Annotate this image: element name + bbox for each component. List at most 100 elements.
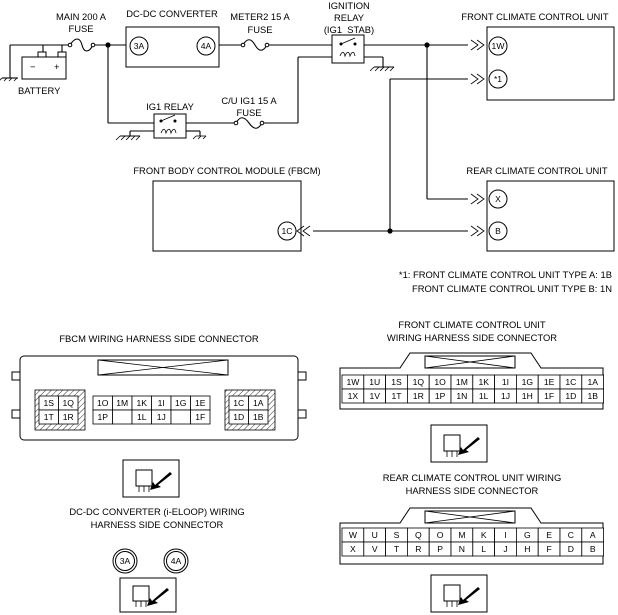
ign-relay-label: IGNITION	[328, 0, 370, 11]
fbcm-connector: FBCM WIRING HARNESS SIDE CONNECTOR 1S 1Q 1…	[11, 333, 307, 441]
rccu-cell: V	[372, 544, 378, 554]
rccu-cell: G	[524, 530, 531, 540]
note-1: *1: FRONT CLIMATE CONTROL UNIT TYPE A: 1…	[399, 269, 612, 280]
rccu-connector-title: REAR CLIMATE CONTROL UNIT WIRING	[383, 472, 561, 483]
fbcm-cell: 1A	[253, 398, 264, 408]
rccu-connector-icon	[430, 574, 488, 613]
fbcm-cell: 1L	[137, 412, 147, 422]
ig1-relay	[153, 113, 187, 139]
fccu-cell: 1A	[587, 377, 598, 387]
fbcm-cell: 1P	[97, 412, 108, 422]
fccu-cell: 1O	[434, 377, 446, 387]
battery-symbol: − + BATTERY	[18, 51, 67, 96]
rccu-cell: X	[350, 544, 356, 554]
fccu-cell: 1V	[369, 391, 380, 401]
rccu-cell: K	[481, 530, 487, 540]
fccu-cell: 1C	[565, 377, 576, 387]
fbcm-cell-box	[170, 409, 191, 425]
rccu-connector-title-2: HARNESS SIDE CONNECTOR	[406, 485, 539, 496]
rccu-cell: P	[437, 544, 443, 554]
rccu-label: REAR CLIMATE CONTROL UNIT	[466, 165, 607, 176]
rccu-terminal-x: X	[495, 194, 501, 204]
fbcm-cell-box	[248, 409, 269, 425]
fbcm-module: 1C	[152, 180, 311, 252]
rccu-cell: N	[459, 544, 465, 554]
diagram-labels: MAIN 200 A FUSE DC-DC CONVERTER METER2 1…	[56, 0, 612, 294]
fccu-cell: 1B	[587, 391, 598, 401]
fbcm-cell: 1F	[195, 412, 205, 422]
fccu-cell: 1H	[522, 391, 533, 401]
dcdc-connector-icon	[119, 577, 177, 613]
fccu-cell: 1Q	[413, 377, 425, 387]
fbcm-cell: 1K	[136, 398, 147, 408]
fbcm-terminal-1c: 1C	[282, 226, 293, 236]
fbcm-cell: 1M	[116, 398, 128, 408]
fccu-cell: 1E	[544, 377, 555, 387]
fccu-connector-title: FRONT CLIMATE CONTROL UNIT	[398, 319, 545, 330]
fbcm-cell-box	[112, 409, 133, 425]
rccu-cell: M	[458, 530, 465, 540]
rccu-cell: A	[590, 530, 596, 540]
fccu-cell: 1D	[565, 391, 576, 401]
rccu-cell: O	[437, 530, 444, 540]
rccu-cell: L	[481, 544, 486, 554]
dcdc-connector: DC-DC CONVERTER (i-ELOOP) WIRING HARNESS…	[69, 506, 245, 574]
ign-relay-label-2: RELAY	[334, 12, 365, 23]
fccu-cell: 1J	[501, 391, 510, 401]
rccu-cell: E	[546, 530, 552, 540]
fccu-cell: 1K	[478, 377, 489, 387]
meter2-fuse-label-2: FUSE	[247, 24, 272, 35]
fccu-terminal-star1: *1	[494, 74, 502, 84]
dcdc-label: DC-DC CONVERTER	[126, 8, 218, 19]
fccu-connector-title-2: WIRING HARNESS SIDE CONNECTOR	[387, 332, 557, 343]
dcdc-converter: 3A 4A	[125, 26, 220, 68]
main-fuse-label-2: FUSE	[68, 23, 93, 34]
cu-fuse-label: C/U IG1 15 A	[221, 95, 277, 106]
rccu-cell: S	[394, 530, 400, 540]
fccu-cell: 1S	[391, 377, 402, 387]
fbcm-cell: 1D	[233, 412, 244, 422]
fbcm-cell: 1I	[158, 398, 165, 408]
meter2-fuse-symbol	[240, 39, 270, 51]
fccu-cell: 1M	[456, 377, 468, 387]
rccu-cell: W	[349, 530, 358, 540]
rccu-connector: REAR CLIMATE CONTROL UNIT WIRING HARNESS…	[339, 472, 604, 565]
rccu-cell: U	[372, 530, 378, 540]
fbcm-cell: 1J	[157, 412, 166, 422]
fccu-cell: 1N	[456, 391, 467, 401]
dcdc-terminal-3a: 3A	[134, 41, 145, 51]
rccu-cell-box	[581, 541, 604, 557]
fbcm-cell: 1Q	[63, 398, 75, 408]
fccu-cell: 1T	[391, 391, 402, 401]
rccu-cell: D	[568, 544, 574, 554]
fbcm-label: FRONT BODY CONTROL MODULE (FBCM)	[133, 165, 320, 176]
fccu-terminal-1w: 1W	[492, 41, 506, 51]
rccu-cell: T	[394, 544, 400, 554]
dcdc-connector-title: DC-DC CONVERTER (i-ELOOP) WIRING	[69, 506, 244, 517]
ign-relay-label-3: (IG1_STAB)	[324, 24, 374, 35]
fccu-cell: 1I	[502, 377, 509, 387]
fbcm-cell: 1T	[44, 412, 55, 422]
fbcm-cell: 1S	[43, 398, 54, 408]
front-climate-control-unit: 1W *1	[470, 26, 615, 101]
rccu-cell: H	[524, 544, 530, 554]
fbcm-cell-box	[190, 409, 211, 425]
fbcm-connector-icon	[122, 459, 180, 498]
fccu-label: FRONT CLIMATE CONTROL UNIT	[461, 11, 608, 22]
fccu-cell: 1L	[479, 391, 489, 401]
meter2-fuse-label: METER2 15 A	[230, 11, 290, 22]
rccu-cell: R	[415, 544, 421, 554]
rccu-cell: J	[503, 544, 507, 554]
dcdc-terminal-4a: 4A	[201, 41, 212, 51]
dcdc-connector-title-2: HARNESS SIDE CONNECTOR	[91, 519, 224, 530]
dcdc-connector-4a: 4A	[171, 556, 182, 566]
junction-dots	[105, 42, 430, 234]
fbcm-cell: 1G	[175, 398, 187, 408]
rccu-cell: B	[590, 544, 596, 554]
cu-fuse-label-2: FUSE	[236, 107, 261, 118]
fccu-cell-box	[581, 388, 604, 404]
fbcm-connector-title: FBCM WIRING HARNESS SIDE CONNECTOR	[59, 333, 259, 344]
